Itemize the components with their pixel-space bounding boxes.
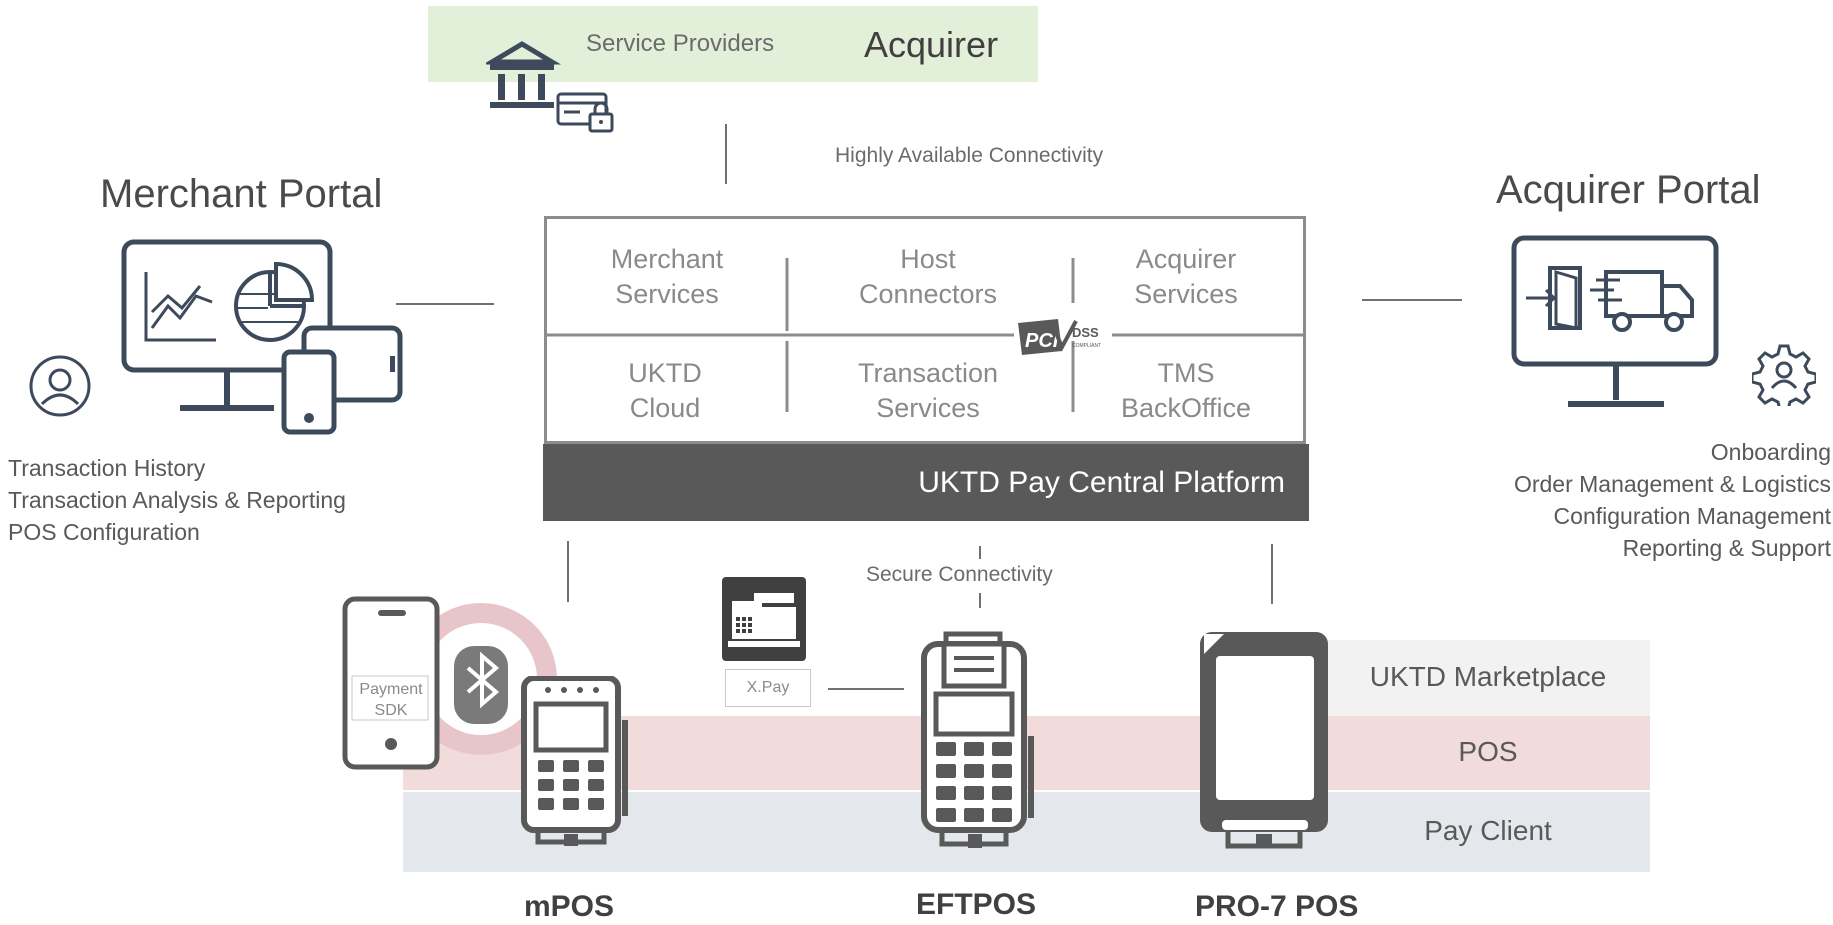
marketplace-label: UKTD Marketplace xyxy=(1369,661,1607,692)
acquirer-portal-features: Onboarding Order Management & Logistics … xyxy=(1451,436,1831,564)
acquirer-title: Acquirer xyxy=(864,24,999,65)
feature-item: Reporting & Support xyxy=(1622,535,1831,561)
feature-item: Order Management & Logistics xyxy=(1513,471,1831,497)
feature-item: POS Configuration xyxy=(8,519,200,545)
marketplace-band: UKTD Marketplace xyxy=(1326,640,1650,716)
eftpos-label: EFTPOS xyxy=(916,888,1037,921)
secure-connectivity-label: Secure Connectivity xyxy=(866,563,1053,586)
mpos-terminal-icon xyxy=(521,676,628,846)
host-connectors-label: Host Connectors xyxy=(858,244,998,309)
feature-item: Transaction History xyxy=(8,455,206,481)
acquirer-services-label: Acquirer Services xyxy=(1134,244,1238,309)
platform-bar: UKTD Pay Central Platform xyxy=(543,444,1309,521)
bank-icon xyxy=(486,41,562,108)
xpay-label: X.Pay xyxy=(746,679,790,696)
platform-label: UKTD Pay Central Platform xyxy=(918,466,1285,499)
highly-available-connectivity-label: Highly Available Connectivity xyxy=(835,144,1104,167)
phone-icon xyxy=(342,596,440,770)
acquirer-portal-title: Acquirer Portal xyxy=(1496,168,1761,212)
payment-sdk-label: Payment SDK xyxy=(359,681,423,719)
user-circle-icon xyxy=(29,355,91,417)
service-providers-label: Service Providers xyxy=(586,30,775,57)
feature-item: Onboarding xyxy=(1710,439,1831,465)
cash-register-icon xyxy=(722,577,806,661)
transaction-services-label: Transaction Services xyxy=(857,358,999,423)
gear-user-icon xyxy=(1752,344,1816,406)
merchant-dashboard-icon xyxy=(121,239,403,435)
uktd-cloud-label: UKTD Cloud xyxy=(628,358,702,423)
platform-services-box xyxy=(544,216,1306,444)
merchant-services-label: Merchant Services xyxy=(610,244,724,309)
pci-dss-badge: PCI DSS COMPLIANT xyxy=(1018,319,1101,355)
merchant-portal-title: Merchant Portal xyxy=(100,172,383,216)
compliant-text: COMPLIANT xyxy=(1072,343,1101,349)
pay-client-label: Pay Client xyxy=(1424,815,1552,846)
dss-text: DSS xyxy=(1072,325,1099,340)
pos-label: POS xyxy=(1458,736,1518,767)
tms-backoffice-label: TMS BackOffice xyxy=(1120,358,1252,423)
card-lock-icon xyxy=(556,92,614,133)
pci-text: PCI xyxy=(1025,330,1059,352)
eftpos-terminal-icon xyxy=(921,631,1034,848)
feature-item: Transaction Analysis & Reporting xyxy=(8,487,346,513)
pro7-pos-icon xyxy=(1200,632,1328,849)
feature-item: Configuration Management xyxy=(1553,503,1831,529)
acquirer-monitor-icon xyxy=(1511,235,1719,407)
merchant-portal-features: Transaction History Transaction Analysis… xyxy=(8,452,346,548)
platform-grid-lines xyxy=(544,258,1306,412)
pro7-pos-label: PRO-7 POS xyxy=(1195,890,1359,923)
mpos-label: mPOS xyxy=(524,890,615,923)
xpay-box: X.Pay xyxy=(725,669,811,707)
